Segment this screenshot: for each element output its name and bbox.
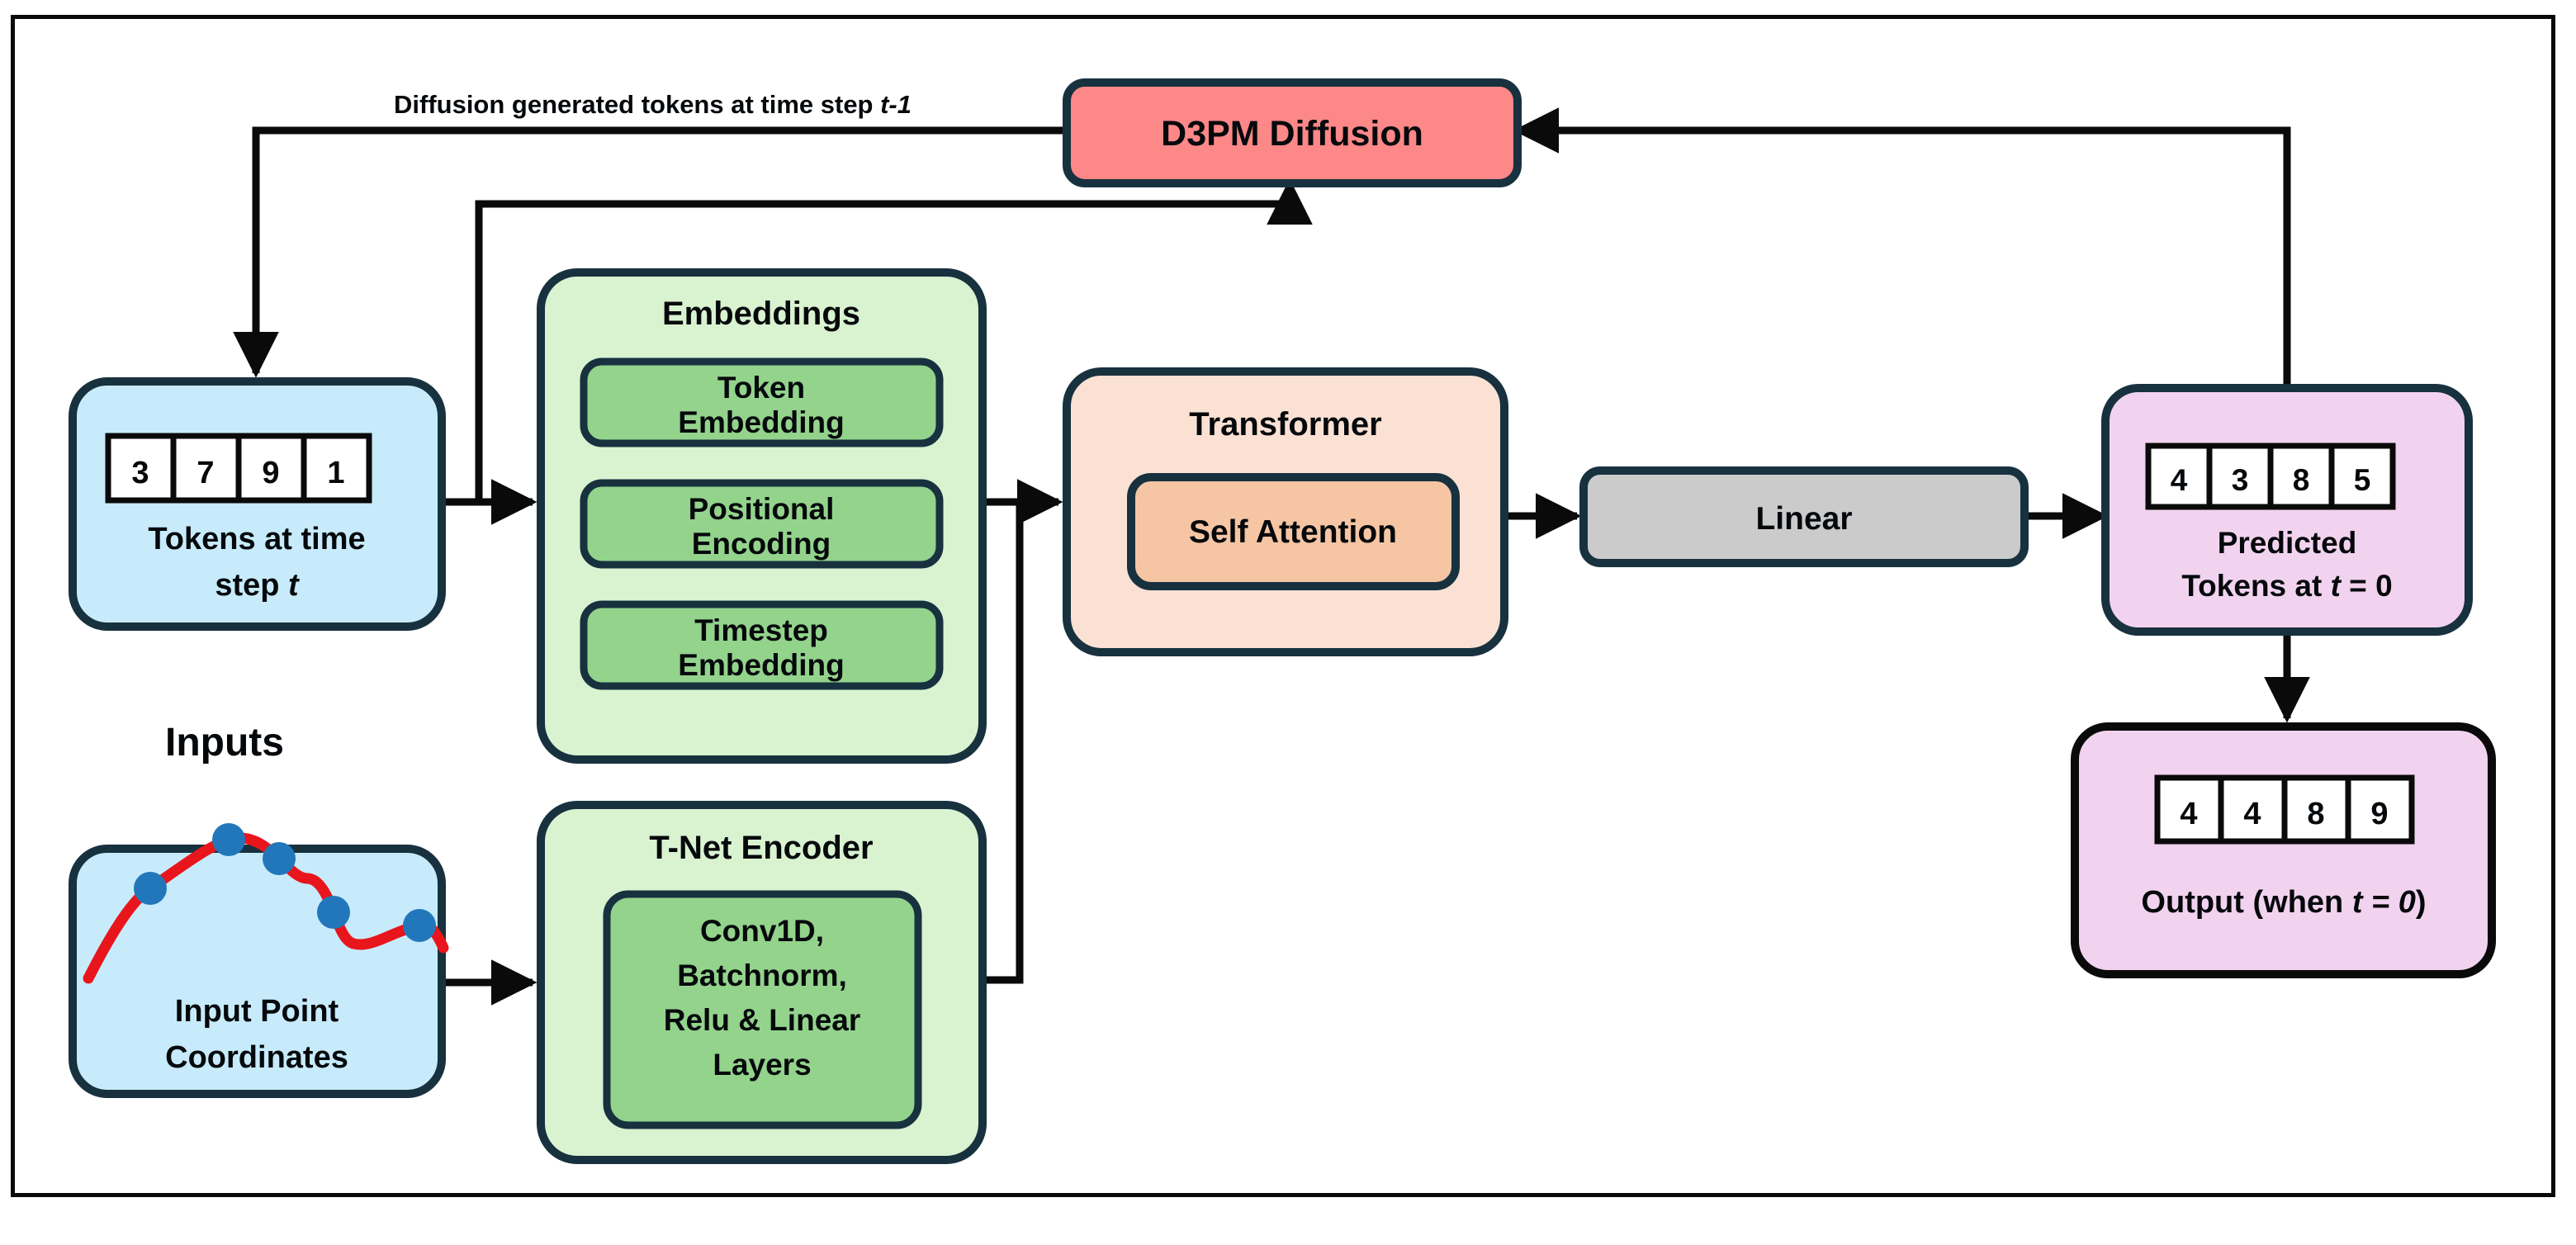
node-transformer[interactable]: Transformer Self Attention bbox=[1063, 367, 1508, 656]
token-cell: 7 bbox=[197, 456, 214, 490]
curve-point bbox=[134, 872, 167, 905]
predicted-caption-pre: Tokens at bbox=[2181, 569, 2330, 603]
edge-d3pm-to-tokens bbox=[233, 126, 1067, 378]
predicted-tokens-cells: 4 3 8 5 bbox=[2145, 443, 2396, 510]
tnet-line: Relu & Linear bbox=[664, 1003, 861, 1037]
node-tokens-at-time-step[interactable]: 3 7 9 1 Tokens at time step t bbox=[69, 377, 446, 631]
embeddings-title: Embeddings bbox=[662, 296, 860, 332]
tnet-line: Conv1D, bbox=[700, 914, 824, 948]
predicted-token-cell: 4 bbox=[2171, 463, 2188, 497]
output-caption-post: ) bbox=[2416, 885, 2427, 920]
node-output[interactable]: 4 4 8 9 Output (when t = 0) bbox=[2071, 722, 2496, 978]
curve-point bbox=[263, 842, 296, 875]
tokens-caption-line1: Tokens at time bbox=[148, 522, 365, 556]
node-embeddings[interactable]: Embeddings Token Embedding Positional En… bbox=[537, 268, 987, 764]
embedding-item-line2: Embedding bbox=[678, 648, 844, 682]
output-token-cell: 9 bbox=[2370, 797, 2388, 831]
node-d3pm-diffusion[interactable]: D3PM Diffusion bbox=[1063, 78, 1522, 187]
curve-point bbox=[212, 823, 245, 856]
diffusion-caption: Diffusion generated tokens at time step … bbox=[394, 90, 912, 119]
predicted-caption-line2: Tokens at t = 0 bbox=[2181, 569, 2392, 603]
output-token-cell: 8 bbox=[2307, 797, 2324, 831]
tnet-line: Batchnorm, bbox=[677, 959, 847, 992]
tokens-caption-italic: t bbox=[288, 568, 300, 603]
node-linear[interactable]: Linear bbox=[1579, 466, 2029, 567]
token-cell: 9 bbox=[262, 456, 279, 490]
predicted-caption-line1: Predicted bbox=[2218, 526, 2357, 560]
input-points-caption-line1: Input Point bbox=[175, 994, 339, 1029]
embedding-item-line2: Embedding bbox=[678, 405, 844, 439]
curve-point bbox=[403, 909, 436, 942]
self-attention-label: Self Attention bbox=[1189, 514, 1397, 550]
diffusion-caption-italic: t-1 bbox=[880, 90, 912, 119]
edge-tokens-to-d3pm bbox=[475, 178, 1313, 502]
curve-point bbox=[317, 896, 350, 929]
predicted-token-cell: 8 bbox=[2293, 463, 2310, 497]
token-cell: 3 bbox=[131, 456, 149, 490]
tokens-caption-line2: step t bbox=[215, 568, 300, 603]
curve-points bbox=[134, 823, 436, 942]
tokens-caption-pre: step bbox=[215, 568, 288, 603]
d3pm-label: D3PM Diffusion bbox=[1161, 114, 1423, 154]
node-self-attention[interactable]: Self Attention bbox=[1127, 473, 1460, 590]
token-cell: 1 bbox=[327, 456, 344, 490]
output-token-cell: 4 bbox=[2243, 797, 2261, 831]
tokens-at-t-cells: 3 7 9 1 bbox=[105, 433, 372, 504]
edge-tnet-to-transformer bbox=[983, 502, 1024, 984]
linear-label: Linear bbox=[1755, 501, 1852, 537]
embedding-item-timestep[interactable]: Timestep Embedding bbox=[580, 600, 944, 690]
input-points-caption-line2: Coordinates bbox=[165, 1040, 348, 1075]
node-input-point-coordinates[interactable]: Input Point Coordinates bbox=[69, 823, 449, 1098]
tnet-line: Layers bbox=[713, 1048, 811, 1082]
edge-predicted-to-d3pm bbox=[1513, 107, 2291, 388]
output-caption-pre: Output (when bbox=[2141, 885, 2351, 920]
node-tnet-encoder[interactable]: T-Net Encoder Conv1D, Batchnorm, Relu & … bbox=[537, 801, 987, 1164]
embedding-item-token[interactable]: Token Embedding bbox=[580, 357, 944, 447]
predicted-caption-italic: t bbox=[2331, 569, 2342, 603]
connectors bbox=[233, 107, 2310, 1006]
embedding-item-line1: Timestep bbox=[694, 613, 828, 647]
output-caption-italic: t = 0 bbox=[2352, 885, 2416, 920]
output-caption: Output (when t = 0) bbox=[2141, 885, 2426, 920]
tnet-title: T-Net Encoder bbox=[649, 830, 873, 866]
predicted-token-cell: 5 bbox=[2354, 463, 2371, 497]
output-tokens-cells: 4 4 8 9 bbox=[2154, 774, 2415, 845]
inputs-label: Inputs bbox=[165, 721, 284, 765]
embedding-item-line1: Positional bbox=[689, 492, 835, 526]
embedding-item-line2: Encoding bbox=[692, 527, 831, 561]
tnet-inner-block[interactable]: Conv1D, Batchnorm, Relu & Linear Layers bbox=[603, 890, 922, 1129]
node-predicted-tokens[interactable]: 4 3 8 5 Predicted Tokens at t = 0 bbox=[2101, 384, 2473, 636]
embedding-item-line1: Token bbox=[717, 371, 805, 405]
output-token-cell: 4 bbox=[2180, 797, 2197, 831]
diffusion-caption-text: Diffusion generated tokens at time step bbox=[394, 90, 880, 119]
embedding-item-positional[interactable]: Positional Encoding bbox=[580, 479, 944, 569]
predicted-caption-post: = 0 bbox=[2341, 569, 2393, 603]
predicted-token-cell: 3 bbox=[2232, 463, 2249, 497]
transformer-title: Transformer bbox=[1189, 406, 1381, 443]
